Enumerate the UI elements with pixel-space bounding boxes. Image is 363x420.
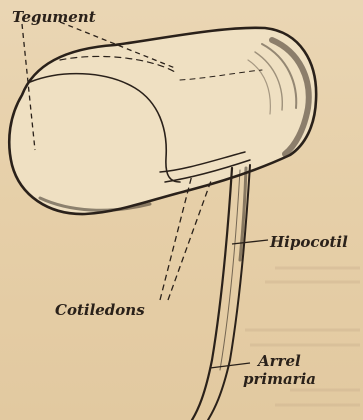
- label-tegument: Tegument: [12, 10, 96, 25]
- root-and-hypocotyl: [192, 165, 250, 420]
- label-cotiledons: Cotiledons: [55, 303, 145, 318]
- cotiledons-leader-2: [168, 178, 212, 300]
- hipocotil-leader: [232, 240, 268, 244]
- label-hipocotil: Hipocotil: [270, 235, 348, 250]
- label-arrel: Arrel: [258, 354, 301, 369]
- seed-coat: [9, 28, 316, 214]
- label-primaria: primaria: [243, 372, 316, 387]
